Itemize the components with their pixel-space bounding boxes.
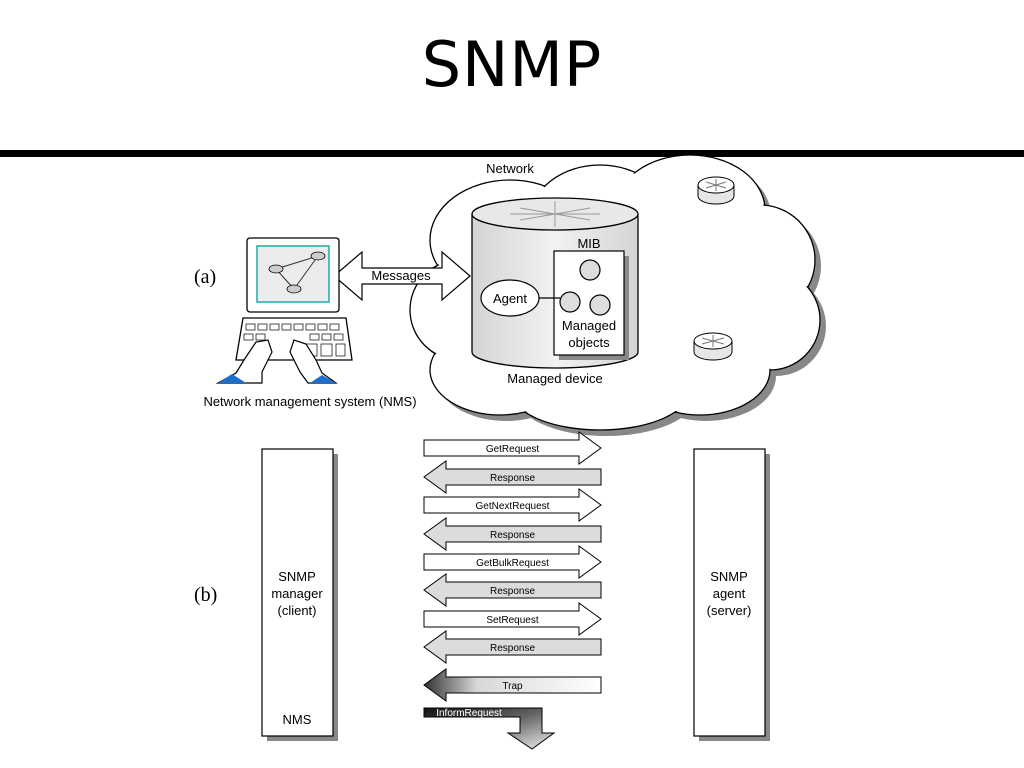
agent-node — [480, 279, 540, 317]
getbulkrequest-label: GetBulkRequest — [476, 558, 549, 569]
agent-label: Agent — [493, 291, 527, 306]
agent-box-label-line2: agent — [713, 586, 746, 601]
manager-nms-label: NMS — [283, 712, 312, 727]
managed-objects-label-line2: objects — [568, 335, 610, 350]
network-label: Network — [486, 161, 534, 176]
response-arrow — [423, 630, 602, 664]
getbulkrequest-arrow — [423, 545, 602, 579]
messages-double-arrow — [333, 250, 471, 302]
response-arrow — [423, 517, 602, 551]
managed-object — [579, 259, 601, 281]
snmp-manager-box — [261, 448, 334, 737]
response-label: Response — [490, 586, 535, 597]
managed-object — [589, 294, 611, 316]
mib-label: MIB — [577, 236, 600, 251]
panel-b-label: (b) — [194, 584, 218, 606]
messages-label: Messages — [371, 268, 431, 283]
getnextrequest-label: GetNextRequest — [476, 501, 550, 512]
managed-object — [559, 291, 581, 313]
manager-label-line2: manager — [271, 586, 323, 601]
agent-box-label-line3: (server) — [707, 603, 752, 618]
manager-label-line1: SNMP — [278, 569, 316, 584]
panel-a-label: (a) — [194, 266, 217, 288]
managed-objects-label-line1: Managed — [562, 318, 616, 333]
page-title: SNMP — [421, 28, 603, 101]
informrequest-arrow — [423, 707, 556, 750]
response-arrow — [423, 460, 602, 494]
response-label: Response — [490, 643, 535, 654]
response-arrow — [423, 573, 602, 607]
response-label: Response — [490, 473, 535, 484]
snmp-agent-box — [693, 448, 766, 737]
nms-workstation-icon — [215, 237, 353, 384]
agent-box-label-line1: SNMP — [710, 569, 748, 584]
setrequest-label: SetRequest — [486, 615, 538, 626]
title-divider — [0, 150, 1024, 157]
getrequest-label: GetRequest — [486, 444, 540, 455]
setrequest-arrow — [423, 602, 602, 636]
router-icon — [697, 176, 735, 205]
response-label: Response — [490, 530, 535, 541]
managed-device-label: Managed device — [507, 371, 602, 386]
getrequest-arrow — [423, 431, 602, 465]
router-icon — [693, 332, 733, 361]
nms-label: Network management system (NMS) — [203, 394, 416, 409]
pdu-arrow-list: GetRequestResponseGetNextRequestResponse… — [423, 431, 602, 750]
manager-label-line3: (client) — [277, 603, 316, 618]
getnextrequest-arrow — [423, 488, 602, 522]
trap-label: Trap — [502, 681, 523, 692]
informrequest-label: InformRequest — [436, 708, 502, 719]
trap-arrow — [423, 668, 602, 702]
